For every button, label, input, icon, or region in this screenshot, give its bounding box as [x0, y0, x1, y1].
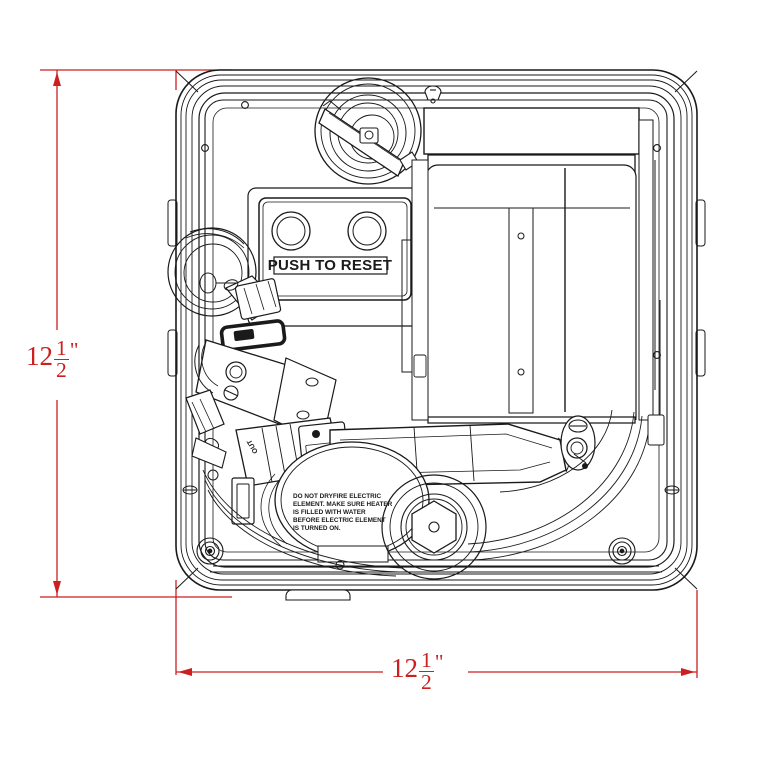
arrowhead-top — [53, 72, 61, 86]
push-to-reset-label: PUSH TO RESET — [268, 257, 392, 274]
horizontal-dim-denominator: 2 — [419, 669, 434, 694]
vertical-dim-numerator: 1 — [56, 336, 67, 360]
door-side-tabs — [167, 70, 706, 590]
bottom-rail — [210, 565, 662, 573]
reset-button-right[interactable] — [347, 211, 387, 251]
bottom-notch — [285, 589, 351, 601]
reset-button-left[interactable] — [271, 211, 311, 251]
horizontal-dim-unit: " — [434, 650, 444, 674]
corner-mounting-screws — [196, 101, 661, 565]
warning-line-3: IS FILLED WITH WATER — [293, 509, 366, 516]
heater-linework — [167, 69, 706, 601]
warning-line-2: ELEMENT. MAKE SURE HEATER — [293, 501, 393, 508]
arrowhead-left — [178, 668, 192, 676]
tank-curvature-arcs — [202, 409, 651, 577]
vertical-dim-whole: 12 — [26, 341, 53, 372]
mounting-screw-bottom-right — [608, 537, 636, 565]
screw-upper-right — [653, 144, 661, 152]
rectangular-combustion-chamber-housing — [401, 107, 656, 424]
mounting-screw-bottom-left — [196, 537, 224, 565]
screw-tank-bottom — [335, 560, 345, 570]
warning-tank-face — [260, 441, 430, 563]
right-detail-bracket — [647, 300, 665, 446]
vertical-dim-unit: " — [69, 338, 79, 362]
screw-top-left — [241, 101, 249, 109]
dimension-lines — [40, 69, 698, 678]
vertical-dim-denominator: 2 — [54, 357, 69, 382]
latch-icons — [182, 485, 680, 495]
warning-line-4: BEFORE ELECTRIC ELEMENT — [293, 517, 386, 524]
circular-burner-fan-assembly — [314, 77, 422, 185]
left-circular-disc — [167, 227, 257, 317]
horizontal-dim-whole: 12 — [391, 653, 418, 684]
arrowhead-bottom — [53, 581, 61, 595]
warning-line-5: IS TURNED ON. — [293, 525, 341, 532]
warning-line-1: DO NOT DRYFIRE ELECTRIC — [293, 493, 382, 500]
hex-drain-plug-anode-rod — [381, 474, 487, 580]
horizontal-dim-numerator: 1 — [421, 648, 432, 672]
arrowhead-right — [681, 668, 695, 676]
water-pipe-fitting — [560, 415, 596, 471]
screw-upper-left — [201, 144, 209, 152]
top-cap-fitting — [424, 85, 442, 104]
drawing-text-labels: PUSH TO RESET DO NOT DRYFIRE ELECTRIC EL… — [246, 257, 393, 532]
